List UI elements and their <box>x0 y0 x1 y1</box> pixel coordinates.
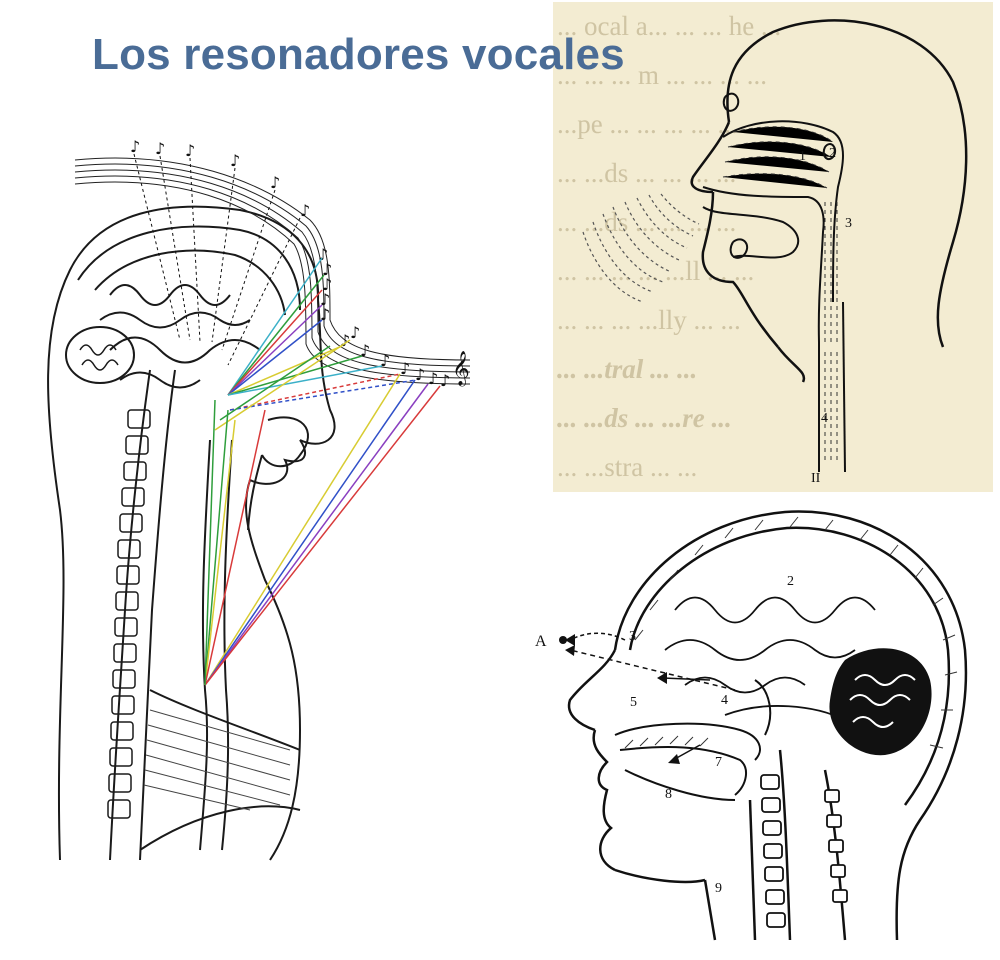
note: ♪ <box>320 290 330 309</box>
vocal-tract-drawing: 1 2 3 4 II <box>582 19 968 486</box>
note: ♪ <box>340 331 350 350</box>
note: ♪ <box>322 260 332 279</box>
note: ♪ <box>300 201 310 220</box>
note: ♪ <box>230 151 240 170</box>
label-ii: II <box>811 471 821 486</box>
label-2: 2 <box>787 574 794 589</box>
note: ♪ <box>360 341 370 360</box>
note: ♪ <box>380 351 390 370</box>
note: ♪ <box>318 245 328 264</box>
label-9: 9 <box>715 881 722 896</box>
label-4: 4 <box>821 411 828 426</box>
note: ♪ <box>428 369 438 388</box>
treble-clef-icon: 𝄞 <box>452 351 470 387</box>
note: ♪ <box>322 275 332 294</box>
note: ♪ <box>350 323 360 342</box>
label-4: 4 <box>721 693 728 708</box>
note: ♪ <box>185 141 195 160</box>
note: ♪ <box>320 305 330 324</box>
body-section-drawing: ♪ ♪ ♪ ♪ ♪ ♪ ♪ ♪ ♪ ♪ ♪ ♪ ♪ ♪ ♪ ♪ ♪ ♪ ♪ 𝄞 <box>47 137 471 861</box>
note: ♪ <box>130 137 140 156</box>
label-8: 8 <box>665 787 672 802</box>
label-a: A <box>535 633 547 650</box>
label-3: 3 <box>629 629 636 644</box>
head-section-illustration: A 2 3 4 5 7 8 9 <box>525 500 995 945</box>
note: ♪ <box>270 173 280 192</box>
label-1: 1 <box>799 149 806 164</box>
label-2: 2 <box>829 146 836 161</box>
head-section-drawing: A 2 3 4 5 7 8 9 <box>535 510 968 941</box>
label-5: 5 <box>630 695 637 710</box>
background-text: ... ocal a... ... ... he ... ... ... ...… <box>557 11 782 482</box>
note: ♪ <box>400 359 410 378</box>
note: ♪ <box>415 365 425 384</box>
label-3: 3 <box>845 216 852 231</box>
note: ♪ <box>155 139 165 158</box>
label-7: 7 <box>715 755 722 770</box>
note: ♪ <box>440 371 450 390</box>
vocal-tract-illustration: ... ocal a... ... ... he ... ... ... ...… <box>553 2 993 492</box>
resonance-lines-illustration: ♪ ♪ ♪ ♪ ♪ ♪ ♪ ♪ ♪ ♪ ♪ ♪ ♪ ♪ ♪ ♪ ♪ ♪ ♪ 𝄞 <box>0 110 490 870</box>
page-title: Los resonadores vocales <box>92 30 625 79</box>
